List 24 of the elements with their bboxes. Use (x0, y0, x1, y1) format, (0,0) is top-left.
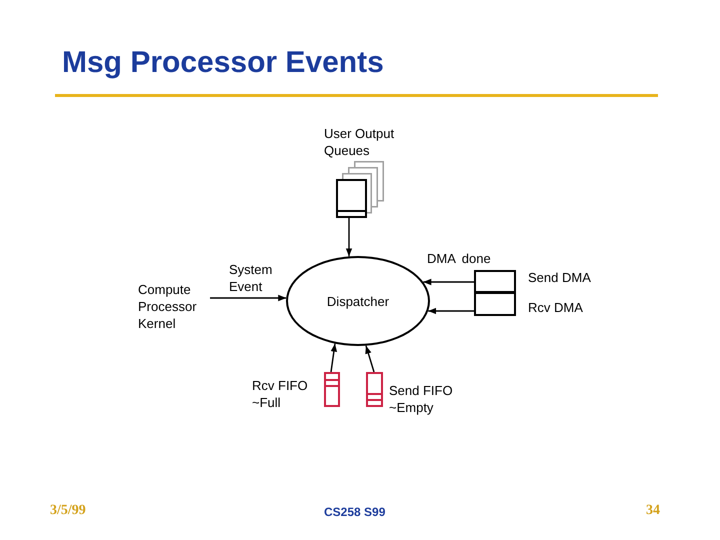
node-caption: User Output Queues (324, 125, 396, 159)
node-caption: Rcv FIFO ~Full (252, 377, 309, 411)
arrow (210, 294, 286, 302)
page-number: 34 (645, 502, 660, 520)
register-box (474, 292, 516, 316)
node-label: Compute Processor Kernel (138, 281, 210, 332)
register-box (324, 372, 340, 407)
arrow (423, 278, 474, 286)
arrow (365, 346, 375, 372)
stacked-pages-icon (336, 161, 384, 218)
edge-label: DMA done (427, 250, 491, 267)
footer-date: 3/5/99 (50, 502, 86, 520)
arrow (346, 218, 352, 256)
arrow (428, 308, 474, 314)
edge-label: System Event (229, 261, 274, 295)
register-box (474, 270, 516, 293)
node-caption: Send FIFO ~Empty (389, 382, 454, 416)
node-label: Dispatcher (326, 292, 390, 310)
slide-title: Msg Processor Events (62, 45, 384, 81)
node-caption: Rcv DMA (528, 299, 584, 316)
arrow (330, 344, 338, 372)
node-caption: Send DMA (528, 269, 592, 286)
register-box (366, 372, 383, 407)
footer-text: CS258 S99 (324, 504, 386, 521)
